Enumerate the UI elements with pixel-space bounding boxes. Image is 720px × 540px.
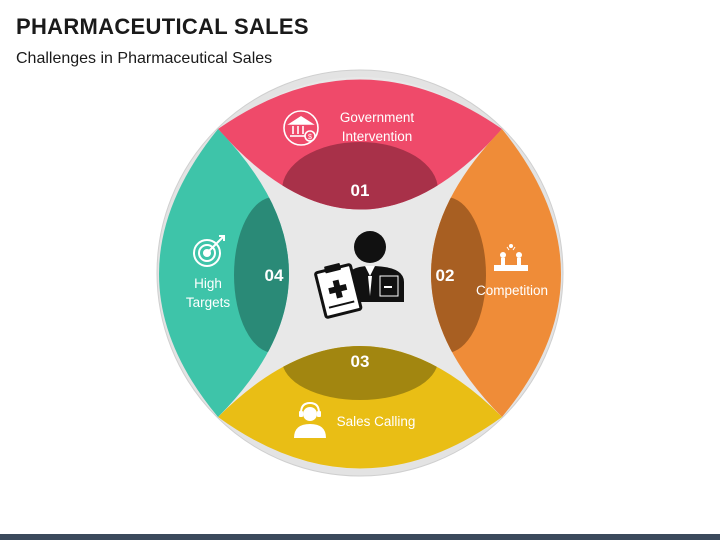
segment-03-label: Sales Calling — [337, 414, 416, 429]
medical-representative-icon — [314, 231, 404, 319]
segment-03: 03 Sales Calling — [218, 346, 502, 469]
segment-03-inner-shade — [282, 346, 438, 400]
segment-02-label: Competition — [476, 283, 548, 298]
segment-01-label-line-1: Government — [340, 110, 415, 125]
page-subtitle: Challenges in Pharmaceutical Sales — [16, 50, 273, 67]
segment-04: 04 High Targets — [159, 129, 289, 417]
segment-01-label-line-2: Intervention — [342, 129, 413, 144]
segment-02-number: 02 — [436, 266, 455, 285]
bank-icon: $ — [283, 110, 319, 146]
segment-01-number: 01 — [351, 181, 370, 200]
bottom-bar — [0, 534, 720, 540]
page-title: PHARMACEUTICAL SALES — [16, 14, 309, 39]
segment-03-shape — [218, 346, 502, 469]
segment-04-label-line-2: Targets — [186, 295, 231, 310]
call-agent-icon — [294, 401, 326, 438]
svg-text:$: $ — [308, 134, 312, 141]
target-icon — [193, 235, 225, 267]
segment-02: 02 Competition — [431, 129, 561, 417]
segment-01-inner-shade — [282, 142, 438, 210]
segment-01: 01 Government Intervention $ — [218, 79, 502, 210]
segment-04-label-line-1: High — [194, 276, 222, 291]
segment-03-number: 03 — [351, 352, 370, 371]
segment-04-number: 04 — [265, 266, 284, 285]
segment-04-inner-shade — [234, 197, 289, 353]
segment-02-inner-shade — [431, 197, 486, 353]
competition-podium-icon — [494, 244, 528, 271]
